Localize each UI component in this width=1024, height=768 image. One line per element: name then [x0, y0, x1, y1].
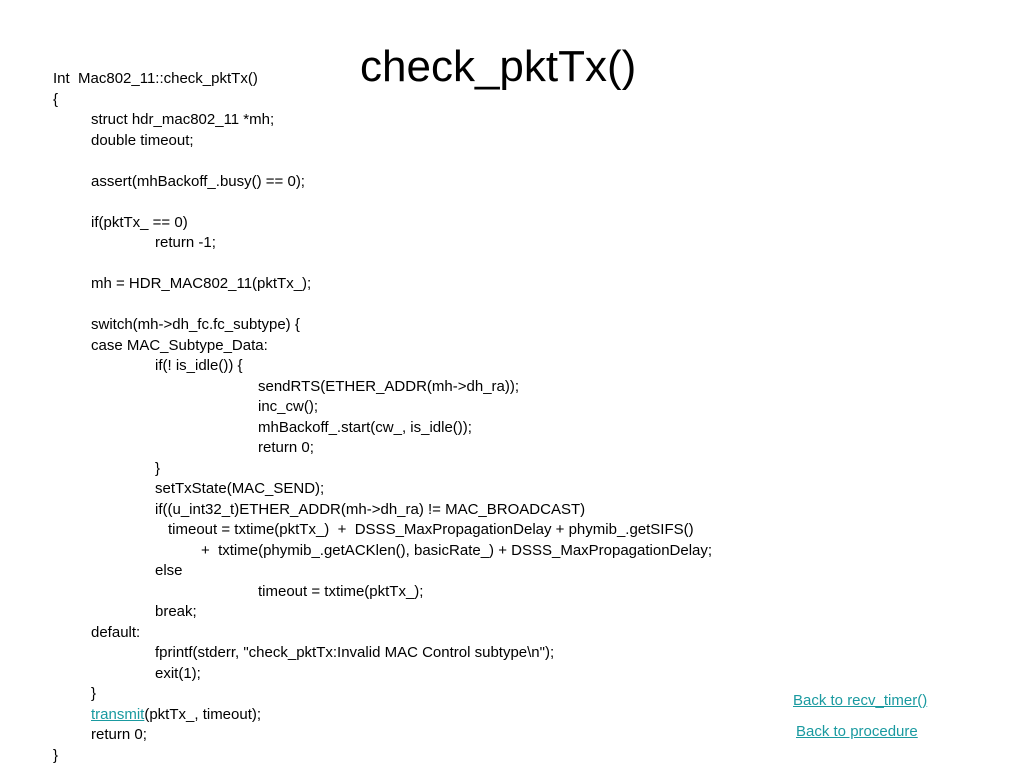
- transmit-args: (pktTx_, timeout);: [144, 705, 262, 723]
- slide-title: check_pktTx(): [360, 42, 637, 91]
- blank-line: [53, 192, 833, 213]
- code-line: struct hdr_mac802_11 *mh;: [91, 111, 275, 128]
- code-line: default:: [91, 623, 141, 641]
- blank-line: [53, 254, 833, 275]
- code-line: return 0;: [91, 726, 147, 743]
- code-line: mh = HDR_MAC802_11(pktTx_);: [91, 275, 312, 292]
- back-to-recv-timer-link[interactable]: Back to recv_timer(): [793, 692, 928, 709]
- code-line: assert(mhBackoff_.busy() == 0);: [91, 172, 305, 190]
- code-line: exit(1);: [155, 664, 201, 682]
- code-line: + txtime(phymib_.getACKlen(), basicRate_…: [201, 541, 713, 559]
- code-line: inc_cw();: [258, 398, 319, 415]
- code-line: timeout = txtime(pktTx_);: [258, 582, 424, 600]
- function-signature: Int Mac802_11::check_pktTx(): [53, 70, 258, 87]
- code-line: break;: [155, 603, 197, 620]
- code-line: return 0;: [258, 439, 314, 456]
- code-line: }: [53, 746, 59, 764]
- code-line: setTxState(MAC_SEND);: [155, 480, 325, 497]
- code-line: {: [53, 90, 59, 108]
- code-line: else: [155, 562, 183, 579]
- code-line: case MAC_Subtype_Data:: [91, 336, 268, 354]
- code-line: if(pktTx_ == 0): [91, 213, 188, 231]
- code-line: }: [155, 459, 161, 477]
- blank-line: [53, 151, 833, 172]
- transmit-link[interactable]: transmit: [91, 705, 145, 723]
- code-line: sendRTS(ETHER_ADDR(mh->dh_ra));: [258, 377, 520, 395]
- code-line: if(! is_idle()) {: [155, 357, 243, 374]
- blank-line: [53, 295, 833, 316]
- back-to-procedure-link[interactable]: Back to procedure: [796, 723, 918, 740]
- code-listing: Int Mac802_11::check_pktTx() { struct hd…: [53, 69, 833, 766]
- code-line: double timeout;: [91, 131, 194, 149]
- code-line: return -1;: [155, 234, 216, 251]
- code-line: mhBackoff_.start(cw_, is_idle());: [258, 418, 472, 436]
- code-line: timeout = txtime(pktTx_) + DSSS_MaxPropa…: [168, 521, 694, 538]
- code-line: if((u_int32_t)ETHER_ADDR(mh->dh_ra) != M…: [155, 500, 586, 518]
- code-line: }: [91, 685, 97, 702]
- code-line: switch(mh->dh_fc.fc_subtype) {: [91, 316, 300, 333]
- code-line-transmit: transmit(pktTx_, timeout);: [53, 705, 833, 726]
- code-line: fprintf(stderr, "check_pktTx:Invalid MAC…: [155, 644, 555, 661]
